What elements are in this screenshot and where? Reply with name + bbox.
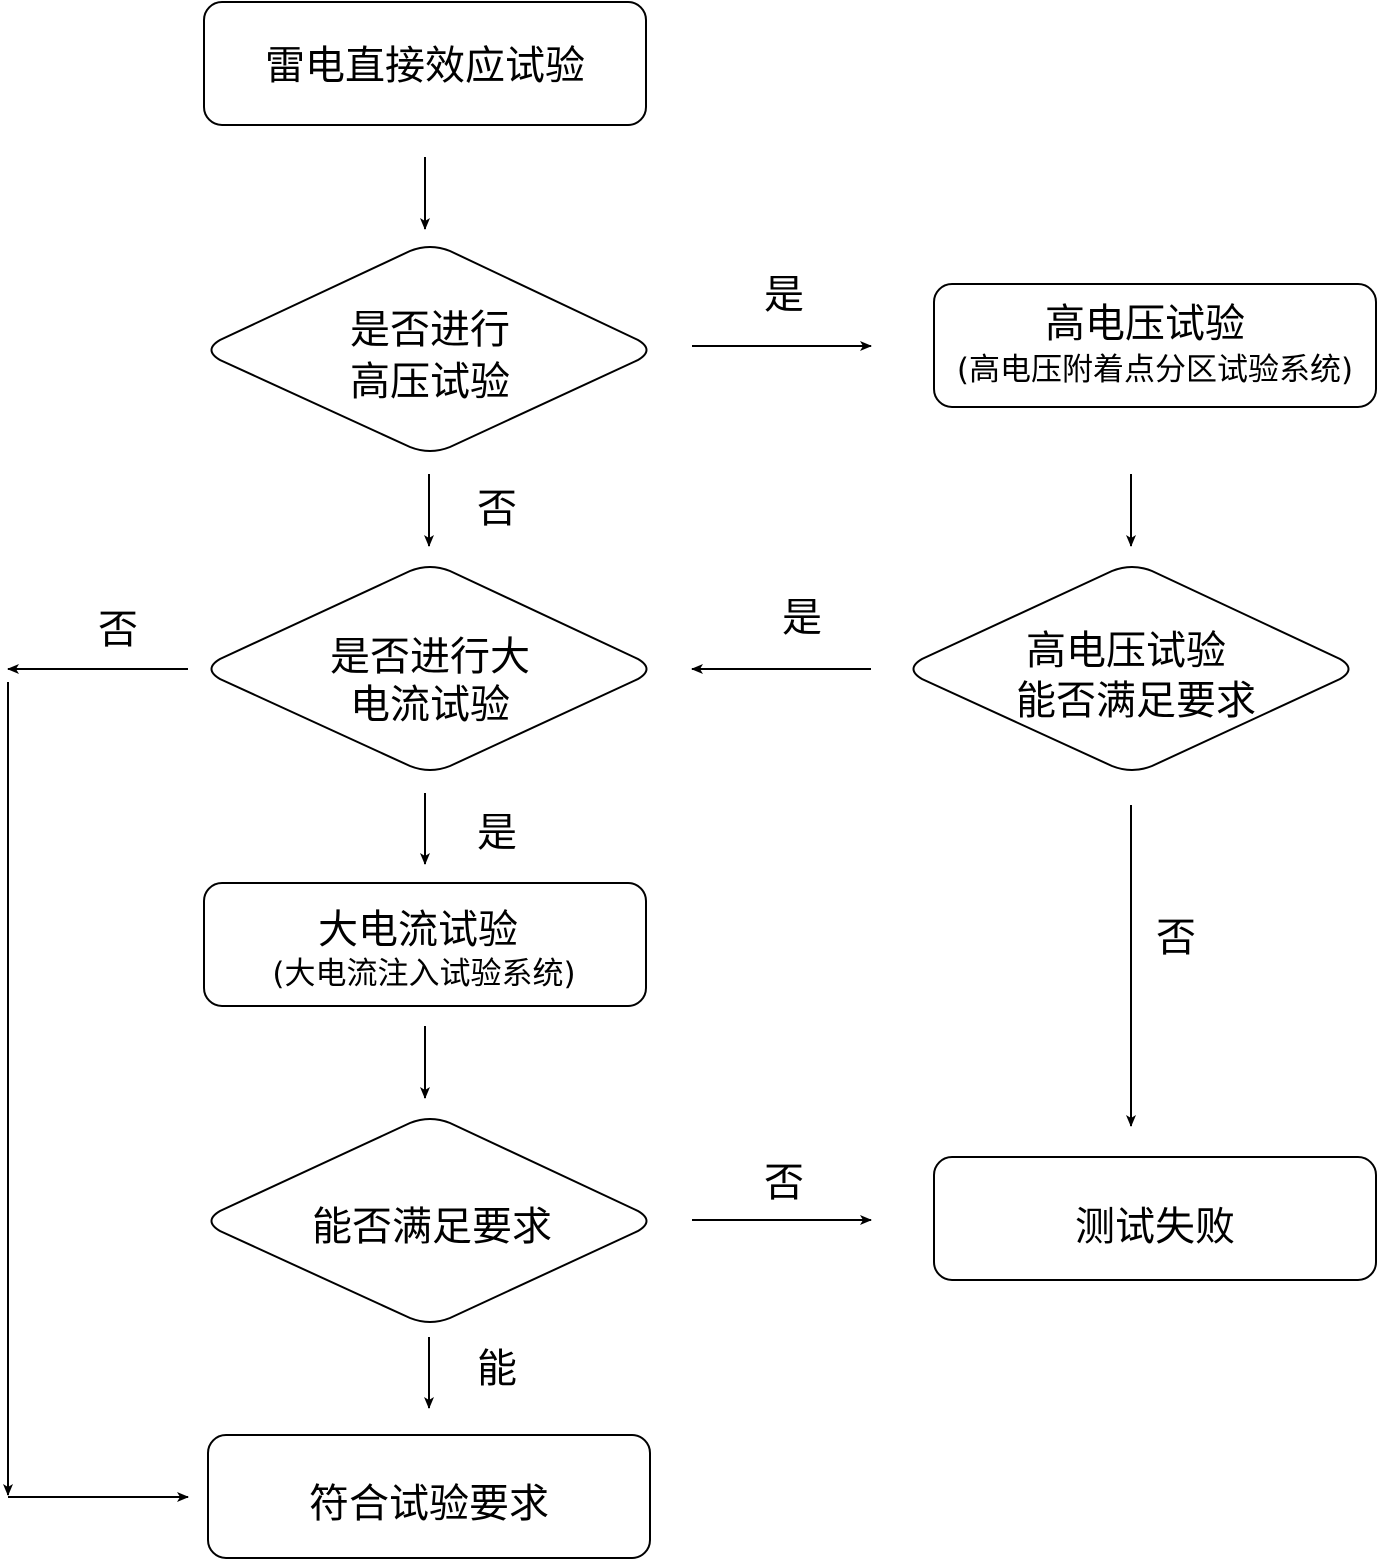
node-start: 雷电直接效应试验 [203,1,647,126]
decision-high-voltage: 是否进行 高压试验 [210,246,648,452]
decision-high-voltage-line-1: 是否进行 [350,307,510,353]
node-test-failed: 测试失败 [933,1156,1377,1281]
decision-hv-meets-line-2: 能否满足要求 [1016,678,1256,724]
node-pass-text: 符合试验要求 [309,1481,549,1527]
label-hv-meets-no: 否 [1156,915,1196,961]
decision-hv-meets: 高电压试验 能否满足要求 [912,566,1350,771]
decision-high-voltage-line-2: 高压试验 [350,359,510,405]
label-hv-meets-yes: 是 [782,595,822,641]
label-hc-no: 否 [98,607,138,653]
node-test-failed-text: 测试失败 [1075,1204,1235,1250]
decision-high-current: 是否进行大 电流试验 [210,566,648,771]
decision-meets-text: 能否满足要求 [312,1204,552,1250]
node-high-voltage-test-title: 高电压试验 [1045,301,1245,347]
node-pass: 符合试验要求 [207,1434,651,1559]
label-hv-yes: 是 [764,272,804,318]
decision-hv-meets-line-1: 高电压试验 [1026,628,1226,674]
label-meets-no: 否 [764,1160,804,1206]
label-hc-yes: 是 [477,810,517,856]
decision-meets: 能否满足要求 [210,1118,648,1323]
node-high-voltage-test-subtitle: (高电压附着点分区试验系统) [957,352,1353,388]
node-high-current-test-title: 大电流试验 [318,907,518,953]
label-meets-yes: 能 [477,1346,517,1392]
node-high-current-test: 大电流试验 (大电流注入试验系统) [203,882,647,1007]
node-high-voltage-test: 高电压试验 (高电压附着点分区试验系统) [933,283,1377,408]
decision-high-current-line-1: 是否进行大 [330,634,530,680]
decision-high-current-line-2: 电流试验 [350,682,510,728]
label-hv-no: 否 [477,486,517,532]
node-high-current-test-subtitle: (大电流注入试验系统) [272,956,575,992]
node-start-text: 雷电直接效应试验 [265,43,585,89]
